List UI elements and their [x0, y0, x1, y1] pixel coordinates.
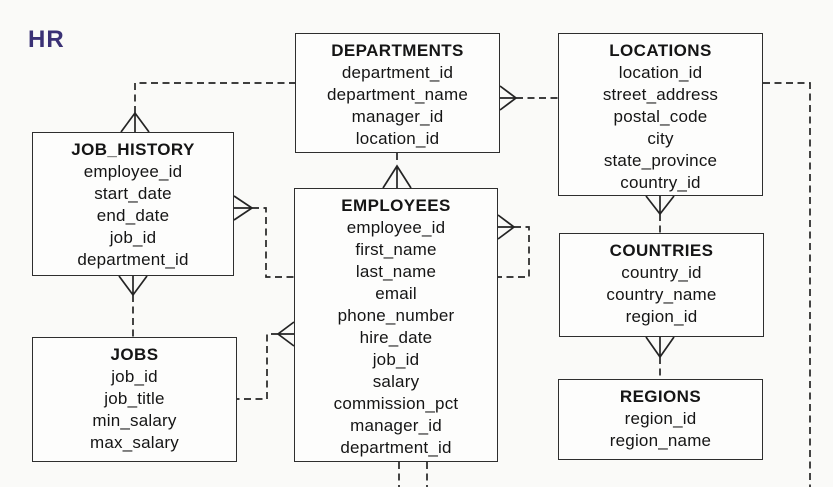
column-name: first_name [355, 240, 437, 259]
column-name: phone_number [337, 306, 455, 325]
table-departments: DEPARTMENTS department_id department_name… [295, 33, 500, 153]
connector-jobhistory-departments [134, 82, 295, 113]
column-name: department_id [340, 438, 452, 457]
column-name: state_province [603, 151, 718, 170]
column-name: end_date [96, 206, 170, 225]
column-name: max_salary [90, 433, 179, 452]
table-title: DEPARTMENTS [331, 41, 464, 60]
crowsfoot-departments-right [499, 85, 518, 111]
column-name: country_name [606, 285, 717, 304]
column-name: location_id [618, 63, 703, 82]
table-countries: COUNTRIES country_id country_name region_i… [559, 233, 764, 337]
connector-jobhistory-employees [252, 207, 294, 278]
crowsfoot-jobhistory-bottom [118, 275, 148, 297]
table-title: LOCATIONS [609, 41, 712, 60]
column-name: location_id [355, 129, 440, 148]
crowsfoot-employees-left [276, 321, 295, 347]
table-regions: REGIONS region_id region_name [558, 379, 763, 460]
crowsfoot-jobhistory-top [120, 111, 150, 133]
column-name: department_id [77, 250, 189, 269]
table-title: EMPLOYEES [341, 196, 451, 215]
column-name: region_id [625, 307, 698, 326]
column-name: job_id [372, 350, 420, 369]
column-name: region_id [624, 409, 697, 428]
column-name: street_address [602, 85, 719, 104]
connector-jobs-employees [237, 333, 278, 400]
column-name: job_id [109, 228, 157, 247]
table-title: JOBS [110, 345, 159, 364]
column-name: country_id [621, 263, 702, 282]
table-title: JOB_HISTORY [71, 140, 195, 159]
column-name: employee_id [83, 162, 183, 181]
crowsfoot-jobhistory-right [233, 195, 254, 221]
table-employees: EMPLOYEES employee_id first_name last_name… [294, 188, 498, 462]
table-title: COUNTRIES [609, 241, 714, 260]
column-name: postal_code [613, 107, 708, 126]
connector-employees-self-loop [498, 226, 530, 278]
crowsfoot-employees-top [382, 164, 412, 189]
column-name: commission_pct [333, 394, 459, 413]
column-name: min_salary [92, 411, 177, 430]
column-name: manager_id [350, 416, 442, 435]
table-columns: region_id region_name [559, 408, 762, 452]
table-job-history: JOB_HISTORY employee_id start_date end_dat… [32, 132, 234, 276]
table-title: REGIONS [619, 387, 702, 406]
column-name: department_id [341, 63, 454, 82]
column-name: manager_id [351, 107, 444, 126]
column-name: last_name [355, 262, 437, 281]
column-name: employee_id [346, 218, 446, 237]
connector-locations-offcanvas [763, 82, 811, 487]
column-name: country_id [620, 173, 701, 192]
schema-label: HR [28, 26, 65, 53]
crowsfoot-locations-bottom [645, 195, 675, 216]
table-columns: job_id job_title min_salary max_salary [33, 366, 236, 454]
crowsfoot-employees-right [497, 214, 516, 240]
column-name: region_name [609, 431, 712, 450]
column-name: city [647, 129, 674, 148]
crowsfoot-countries-bottom [645, 336, 675, 359]
column-name: salary [372, 372, 420, 391]
column-name: hire_date [359, 328, 433, 347]
column-name: department_name [327, 85, 468, 104]
column-name: job_id [111, 367, 158, 386]
column-name: job_title [104, 389, 165, 408]
column-name: start_date [94, 184, 172, 203]
column-name: email [375, 284, 417, 303]
table-columns: country_id country_name region_id [560, 262, 763, 328]
table-jobs: JOBS job_id job_title min_salary max_salary [32, 337, 237, 462]
